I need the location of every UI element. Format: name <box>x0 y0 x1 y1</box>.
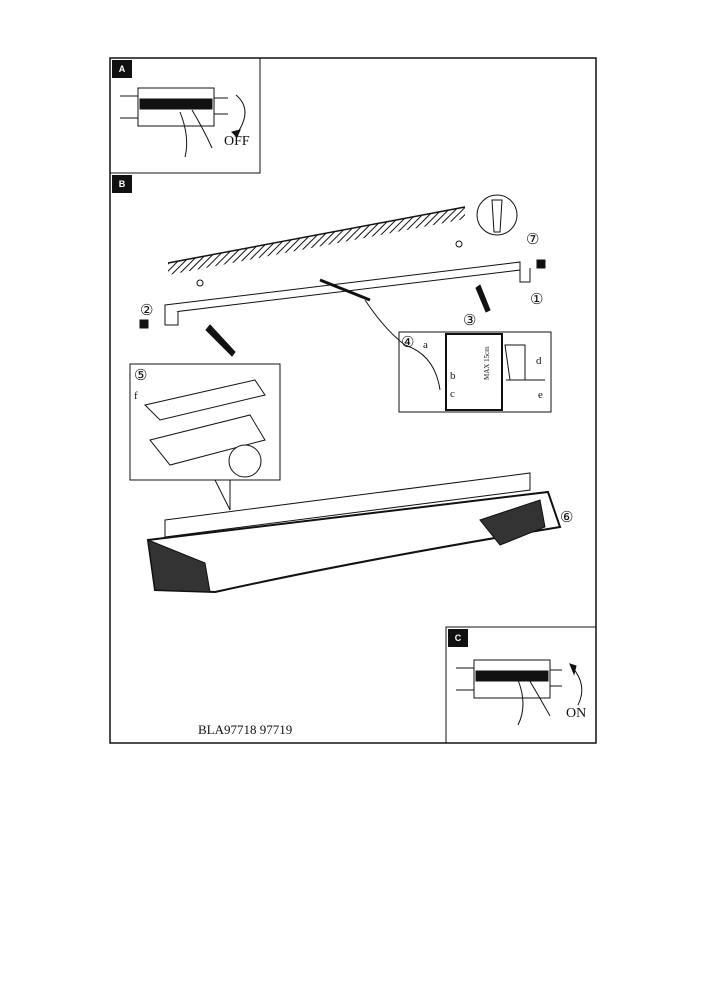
letter-c: c <box>450 388 455 400</box>
junction-box-detail <box>129 363 281 481</box>
letter-b: b <box>450 370 456 382</box>
model-number: BLA97718 97719 <box>198 722 293 737</box>
letter-a: a <box>423 339 428 351</box>
on-label: ON <box>566 706 587 721</box>
panel-c-label: C <box>448 629 468 647</box>
panel-c-frame <box>445 626 597 744</box>
panel-a-frame <box>109 57 261 174</box>
step-3: ③ <box>463 313 477 329</box>
mounting-bracket <box>164 261 531 346</box>
ceiling-hatch <box>167 206 466 275</box>
step-4: ④ <box>401 335 415 351</box>
letter-e: e <box>538 389 543 401</box>
panel-b-label: B <box>112 175 132 193</box>
step-1: ① <box>530 292 544 308</box>
luminaire <box>146 472 562 594</box>
wiring-detail <box>398 331 552 413</box>
breaker-panel-on <box>456 659 583 726</box>
letter-f: f <box>134 390 138 402</box>
step-2: ② <box>140 303 154 319</box>
step-5: ⑤ <box>134 368 148 384</box>
wall-plug-icon <box>476 194 518 236</box>
panel-a-label: A <box>112 60 132 78</box>
breaker-panel-off <box>120 87 246 158</box>
step-7: ⑦ <box>526 232 540 248</box>
off-label: OFF <box>224 134 250 149</box>
letter-d: d <box>536 355 542 367</box>
page-frame <box>109 57 597 744</box>
step-6: ⑥ <box>560 510 574 526</box>
strip-length-label: MAX 15cm <box>483 346 491 380</box>
screw-icons <box>139 240 546 357</box>
